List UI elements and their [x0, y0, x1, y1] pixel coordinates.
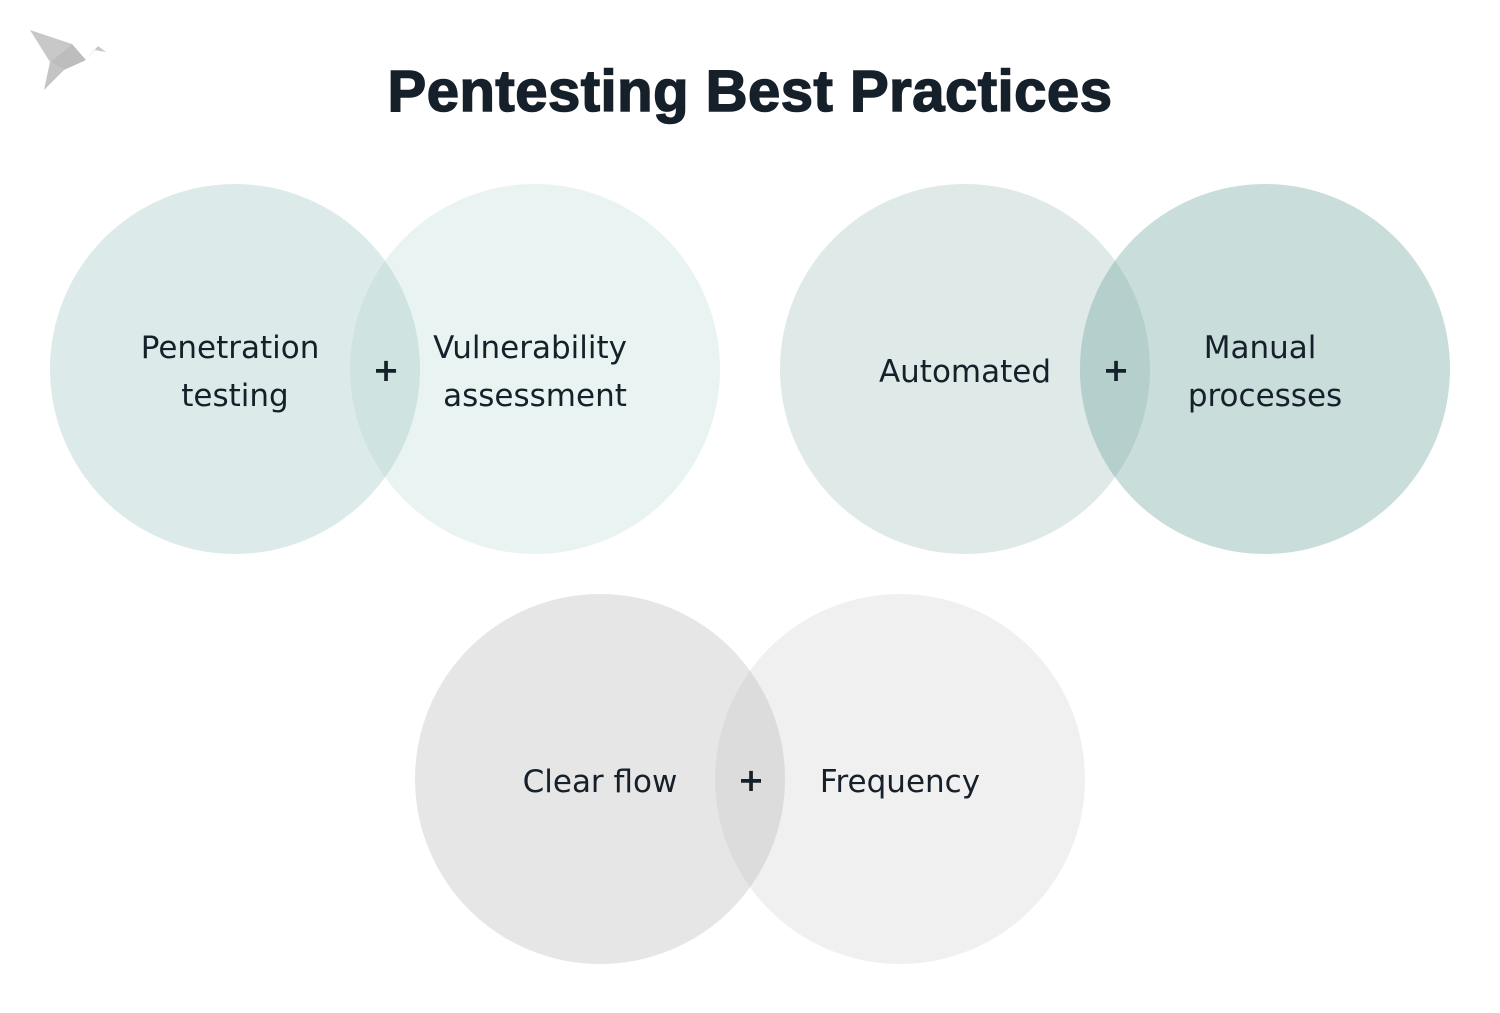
circle-manual-processes	[1080, 184, 1450, 554]
plus-icon: +	[738, 761, 765, 799]
label-penetration-testing: Penetration testing	[141, 330, 330, 414]
label-automated: Automated	[879, 354, 1051, 390]
venn-pair-process: Automated Manual processes +	[780, 184, 1450, 554]
circle-automated	[780, 184, 1150, 554]
label-frequency: Frequency	[820, 764, 980, 800]
logo-icon	[30, 30, 106, 90]
plus-icon: +	[373, 351, 400, 389]
label-clear-flow: Clear flow	[523, 764, 678, 800]
circle-frequency	[715, 594, 1085, 964]
circle-penetration-testing	[50, 184, 420, 554]
label-manual-processes: Manual processes	[1188, 330, 1342, 414]
circle-clear-flow	[415, 594, 785, 964]
circle-vulnerability-assessment	[350, 184, 720, 554]
label-vulnerability-assessment: Vulnerability assessment	[433, 330, 637, 414]
venn-pair-flow: Clear flow Frequency +	[415, 594, 1085, 964]
venn-pair-testing: Penetration testing Vulnerability assess…	[50, 184, 720, 554]
page-title: Pentesting Best Practices	[387, 58, 1113, 125]
plus-icon: +	[1103, 351, 1130, 389]
